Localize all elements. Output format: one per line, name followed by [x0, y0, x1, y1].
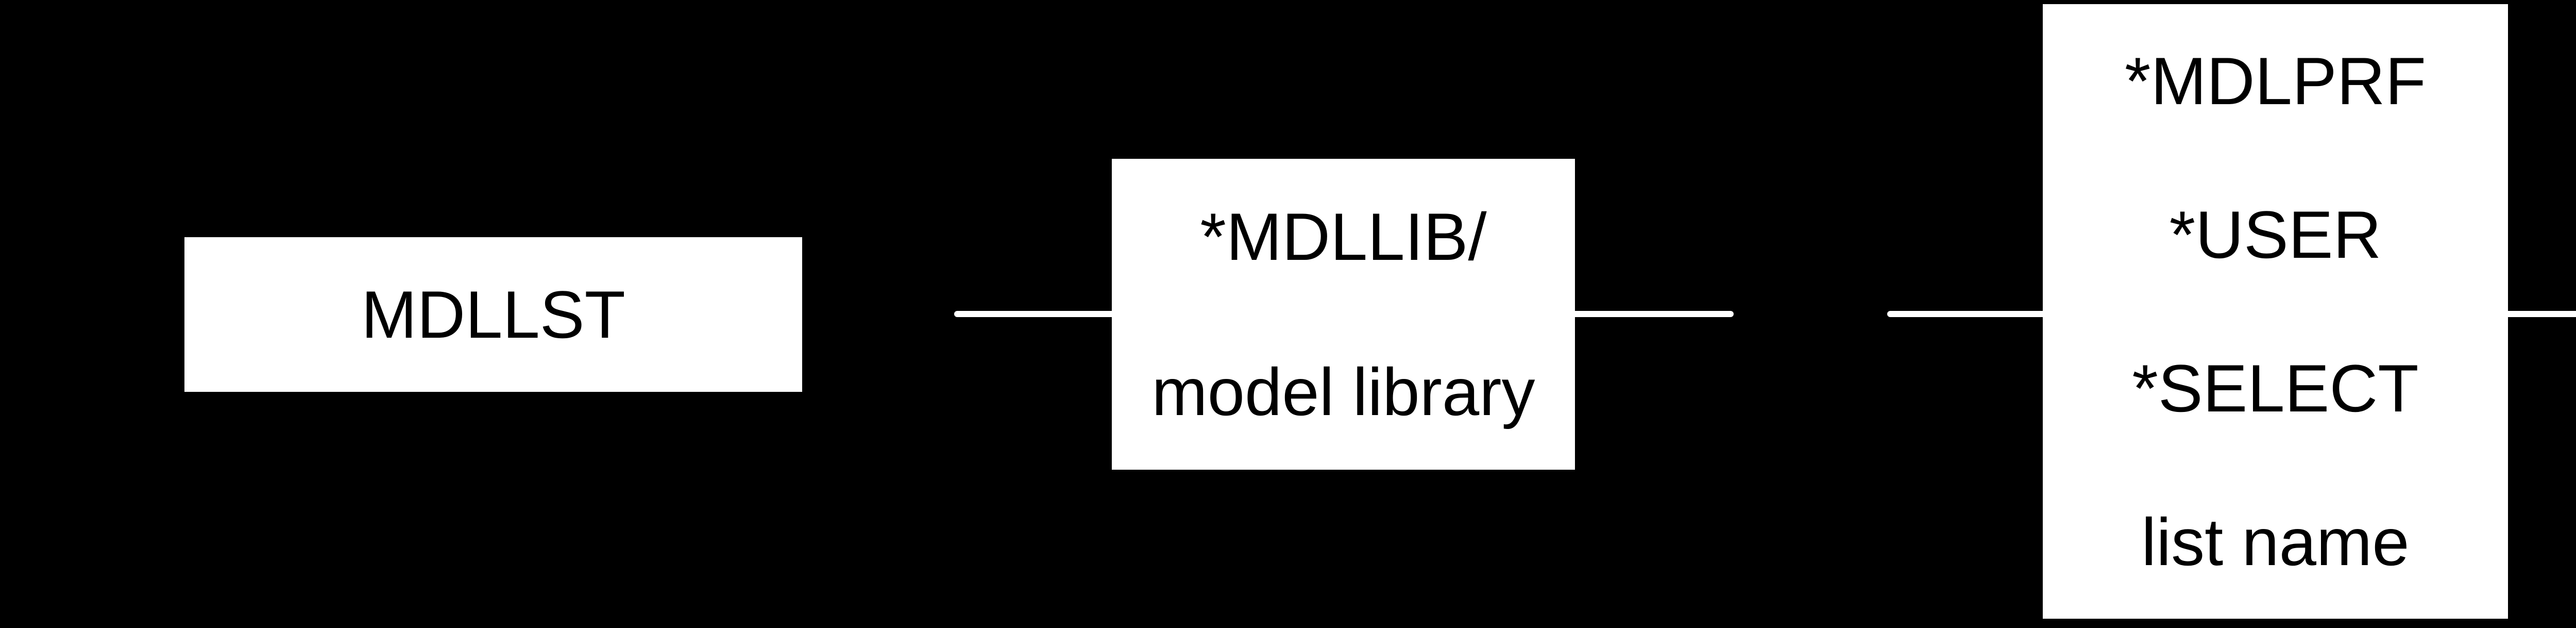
connector-line-command-to-model-library — [954, 311, 1112, 317]
option-list-name: list name — [2141, 504, 2410, 580]
option-model-library-name: model library — [1151, 354, 1535, 430]
option-select: *SELECT — [2132, 351, 2419, 426]
option-mdllib-qualifier: *MDLLIB/ — [1200, 199, 1487, 274]
parameter-box-model-library: *MDLLIB/ model library — [1112, 159, 1575, 470]
connector-line-list-name-in — [1887, 311, 2043, 317]
connector-line-list-name-out — [2508, 311, 2576, 317]
command-label: MDLLST — [361, 277, 625, 352]
parameter-box-list-name: *MDLPRF *USER *SELECT list name — [2043, 4, 2508, 619]
connector-line-model-library-out — [1575, 311, 1734, 317]
option-mdlprf: *MDLPRF — [2124, 43, 2427, 119]
command-box-mdllst: MDLLST — [184, 237, 802, 392]
option-user: *USER — [2169, 197, 2382, 272]
